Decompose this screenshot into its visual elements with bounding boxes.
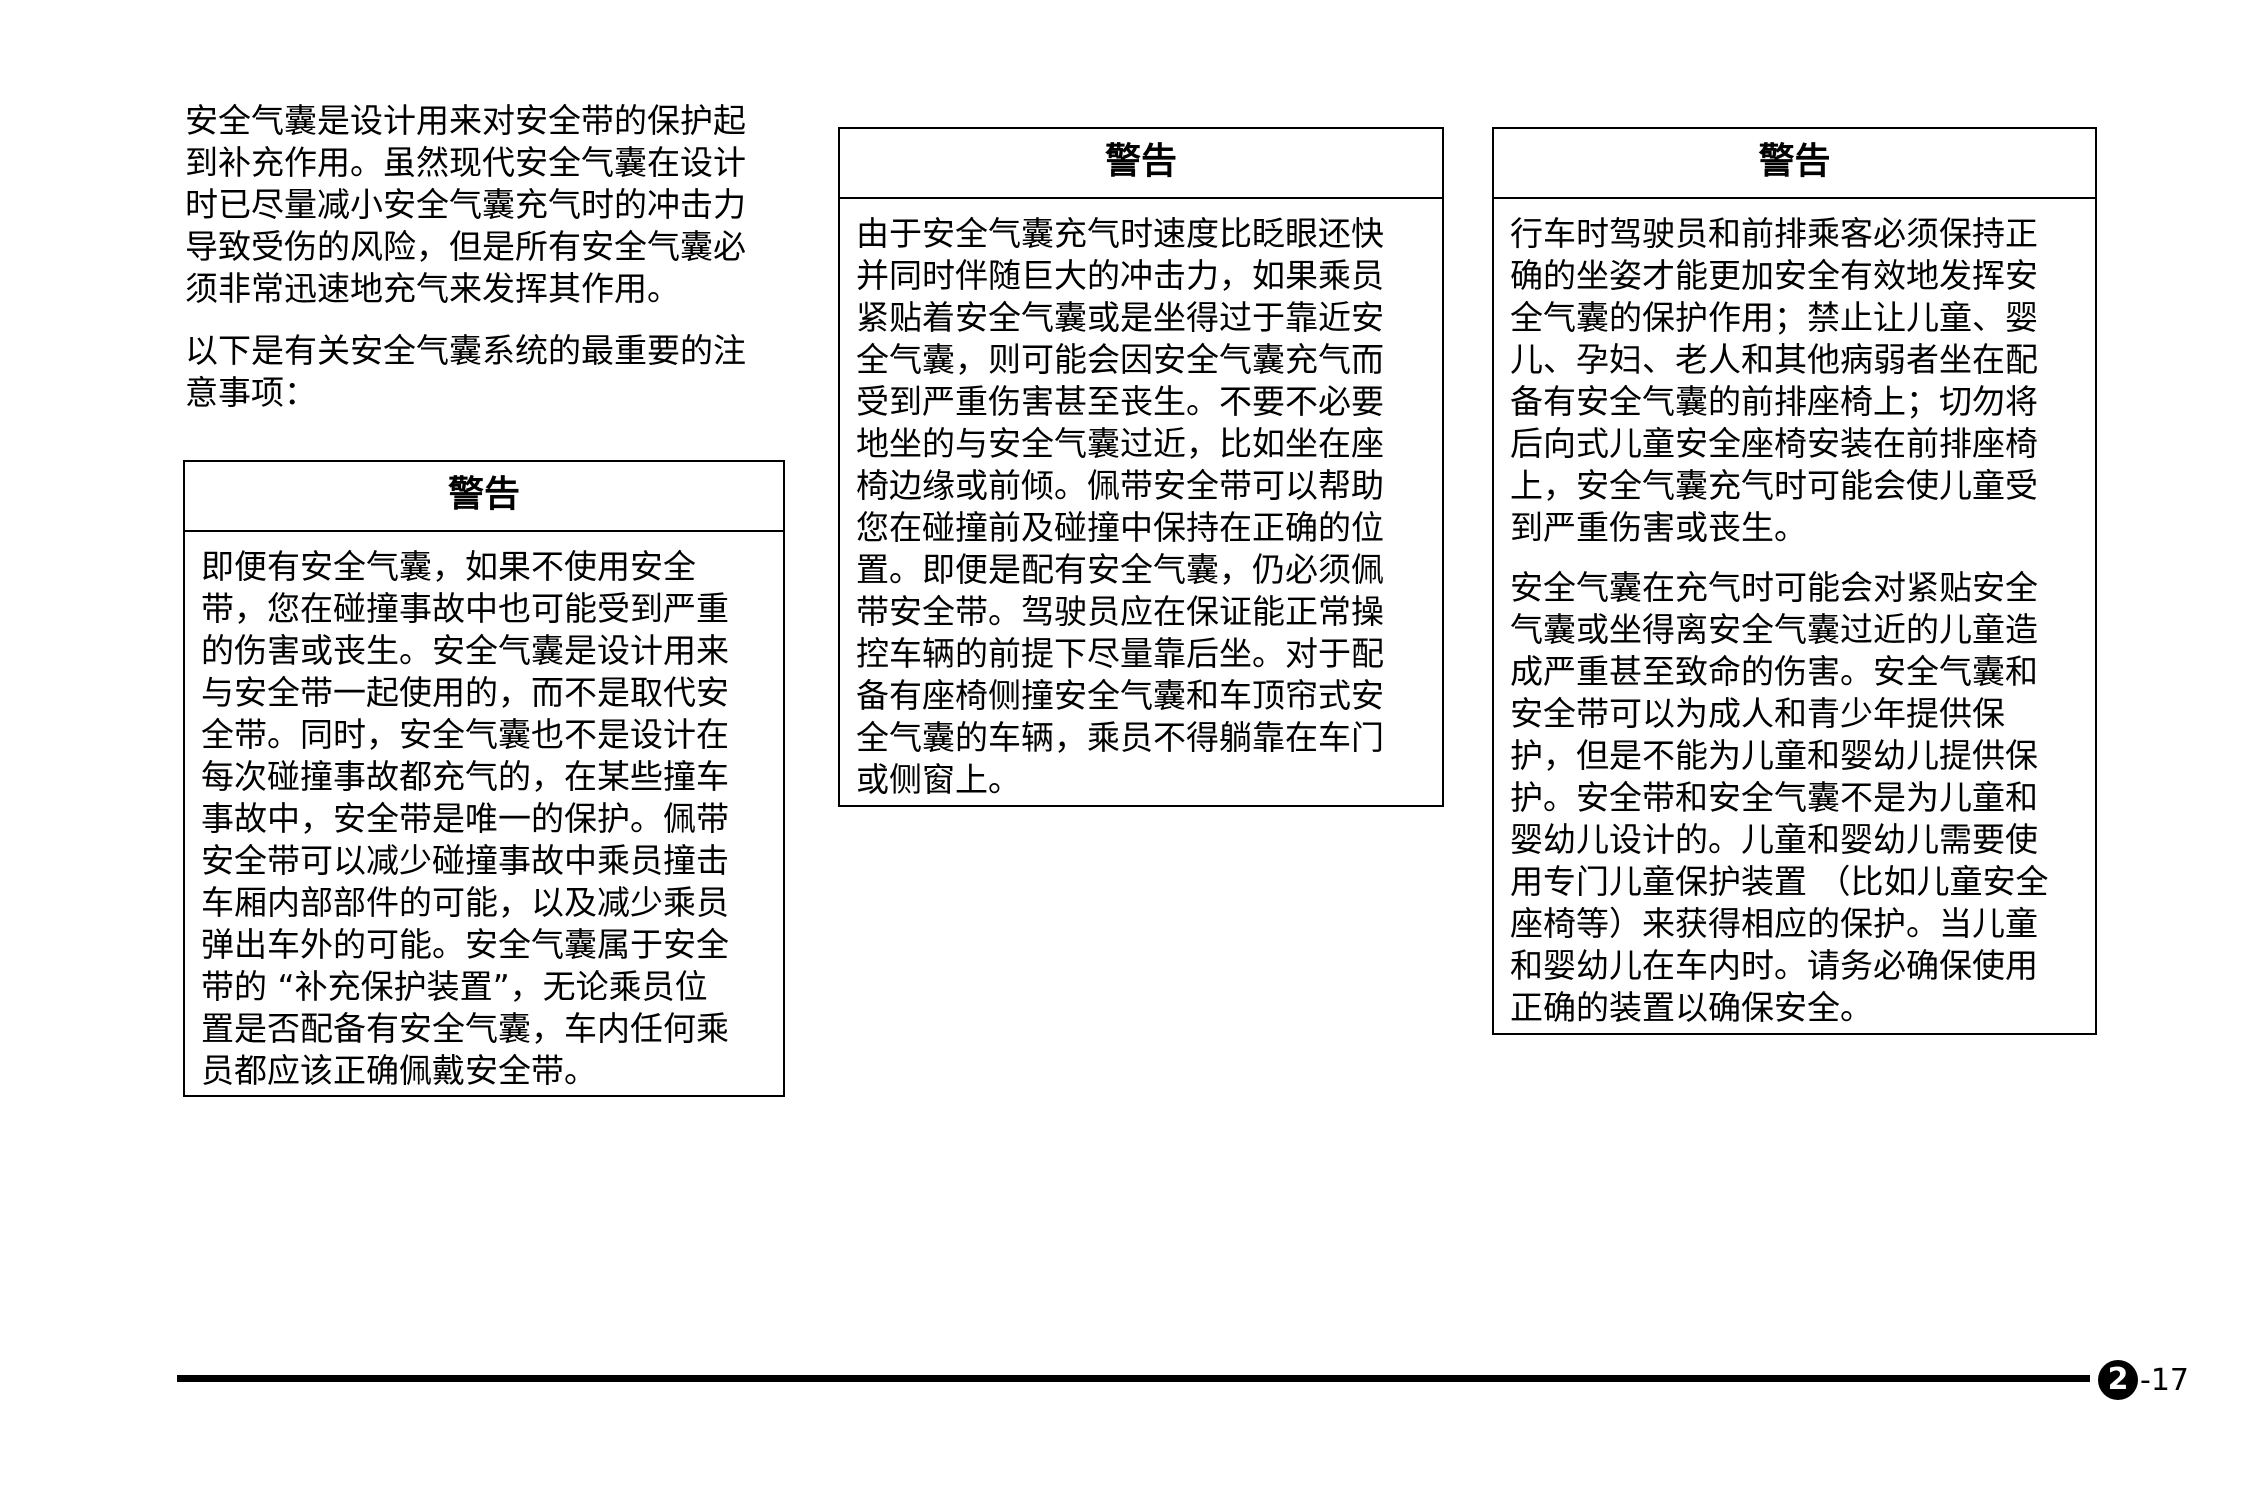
text-line: 带安全带。驾驶员应在保证能正常操 [856, 592, 1384, 631]
text-line: 置。即便是配有安全气囊，仍必须佩 [856, 550, 1384, 589]
text-line: 事故中，安全带是唯一的保护。佩带 [201, 799, 729, 838]
paragraph: 由于安全气囊充气时速度比眨眼还快并同时伴随巨大的冲击力，如果乘员紧贴着安全气囊或… [856, 213, 1426, 801]
warning-title: 警告 [840, 129, 1442, 199]
text-line: 行车时驾驶员和前排乘客必须保持正 [1510, 214, 2038, 253]
text-line: 即便有安全气囊，如果不使用安全 [201, 547, 696, 586]
text-line: 受到严重伤害甚至丧生。不要不必要 [856, 382, 1384, 421]
text-line: 时已尽量减小安全气囊充气时的冲击力 [185, 185, 746, 224]
warning-box-children: 警告 行车时驾驶员和前排乘客必须保持正确的坐姿才能更加安全有效地发挥安全气囊的保… [1492, 127, 2097, 1035]
text-line: 护。安全带和安全气囊不是为儿童和 [1510, 778, 2038, 817]
text-line: 安全带可以为成人和青少年提供保 [1510, 694, 2005, 733]
page-number: 2 -17 [2098, 1360, 2189, 1400]
text-line: 和婴幼儿在车内时。请务必确保使用 [1510, 946, 2038, 985]
warning-title: 警告 [185, 462, 783, 532]
intro-text: 安全气囊是设计用来对安全带的保护起到补充作用。虽然现代安全气囊在设计时已尽量减小… [185, 100, 785, 414]
text-line: 安全带可以减少碰撞事故中乘员撞击 [201, 841, 729, 880]
text-line: 置是否配备有安全气囊，车内任何乘 [201, 1009, 729, 1048]
text-line: 安全气囊是设计用来对安全带的保护起 [185, 101, 746, 140]
text-line: 并同时伴随巨大的冲击力，如果乘员 [856, 256, 1384, 295]
paragraph: 安全气囊是设计用来对安全带的保护起到补充作用。虽然现代安全气囊在设计时已尽量减小… [185, 100, 785, 310]
text-line: 备有安全气囊的前排座椅上；切勿将 [1510, 382, 2038, 421]
text-line: 椅边缘或前倾。佩带安全带可以帮助 [856, 466, 1384, 505]
text-line: 成严重甚至致命的伤害。安全气囊和 [1510, 652, 2038, 691]
text-line: 由于安全气囊充气时速度比眨眼还快 [856, 214, 1384, 253]
chapter-badge: 2 [2098, 1360, 2138, 1400]
text-line: 与安全带一起使用的，而不是取代安 [201, 673, 729, 712]
text-line: 座椅等）来获得相应的保护。当儿童 [1510, 904, 2038, 943]
page-number-text: -17 [2140, 1362, 2189, 1398]
text-line: 正确的装置以确保安全。 [1510, 988, 1873, 1027]
paragraph: 安全气囊在充气时可能会对紧贴安全气囊或坐得离安全气囊过近的儿童造成严重甚至致命的… [1510, 567, 2079, 1029]
text-line: 紧贴着安全气囊或是坐得过于靠近安 [856, 298, 1384, 337]
text-line: 带的 “补充保护装置”，无论乘员位 [201, 967, 708, 1006]
text-line: 地坐的与安全气囊过近，比如坐在座 [856, 424, 1384, 463]
text-line: 每次碰撞事故都充气的，在某些撞车 [201, 757, 729, 796]
text-line: 的伤害或丧生。安全气囊是设计用来 [201, 631, 729, 670]
paragraph: 以下是有关安全气囊系统的最重要的注意事项： [185, 330, 785, 414]
text-line: 控车辆的前提下尽量靠后坐。对于配 [856, 634, 1384, 673]
text-line: 确的坐姿才能更加安全有效地发挥安 [1510, 256, 2038, 295]
text-line: 上，安全气囊充气时可能会使儿童受 [1510, 466, 2038, 505]
warning-title: 警告 [1494, 129, 2095, 199]
text-line: 导致受伤的风险，但是所有安全气囊必 [185, 227, 746, 266]
text-line: 气囊或坐得离安全气囊过近的儿童造 [1510, 610, 2038, 649]
text-line: 员都应该正确佩戴安全带。 [201, 1051, 597, 1090]
text-line: 备有座椅侧撞安全气囊和车顶帘式安 [856, 676, 1384, 715]
text-line: 须非常迅速地充气来发挥其作用。 [185, 269, 680, 308]
text-line: 用专门儿童保护装置 （比如儿童安全 [1510, 862, 2049, 901]
text-line: 安全气囊在充气时可能会对紧贴安全 [1510, 568, 2038, 607]
paragraph: 行车时驾驶员和前排乘客必须保持正确的坐姿才能更加安全有效地发挥安全气囊的保护作用… [1510, 213, 2079, 549]
text-line: 车厢内部部件的可能，以及减少乘员 [201, 883, 729, 922]
footer-rule [177, 1375, 2090, 1382]
text-line: 全气囊的车辆，乘员不得躺靠在车门 [856, 718, 1384, 757]
text-line: 到严重伤害或丧生。 [1510, 508, 1807, 547]
text-line: 带，您在碰撞事故中也可能受到严重 [201, 589, 729, 628]
paragraph: 即便有安全气囊，如果不使用安全带，您在碰撞事故中也可能受到严重的伤害或丧生。安全… [201, 546, 767, 1092]
text-line: 护，但是不能为儿童和婴幼儿提供保 [1510, 736, 2038, 775]
text-line: 到补充作用。虽然现代安全气囊在设计 [185, 143, 746, 182]
text-line: 或侧窗上。 [856, 760, 1021, 799]
text-line: 全带。同时，安全气囊也不是设计在 [201, 715, 729, 754]
text-line: 全气囊，则可能会因安全气囊充气而 [856, 340, 1384, 379]
text-line: 儿、孕妇、老人和其他病弱者坐在配 [1510, 340, 2038, 379]
paragraph-gap [1510, 549, 2079, 567]
text-line: 您在碰撞前及碰撞中保持在正确的位 [856, 508, 1384, 547]
warning-body: 即便有安全气囊，如果不使用安全带，您在碰撞事故中也可能受到严重的伤害或丧生。安全… [185, 532, 783, 1102]
text-line: 以下是有关安全气囊系统的最重要的注 [185, 331, 746, 370]
warning-box-inflation: 警告 由于安全气囊充气时速度比眨眼还快并同时伴随巨大的冲击力，如果乘员紧贴着安全… [838, 127, 1444, 807]
text-line: 婴幼儿设计的。儿童和婴幼儿需要使 [1510, 820, 2038, 859]
paragraph-gap [185, 310, 785, 330]
text-line: 全气囊的保护作用；禁止让儿童、婴 [1510, 298, 2038, 337]
warning-body: 由于安全气囊充气时速度比眨眼还快并同时伴随巨大的冲击力，如果乘员紧贴着安全气囊或… [840, 199, 1442, 811]
text-line: 后向式儿童安全座椅安装在前排座椅 [1510, 424, 2038, 463]
text-line: 意事项： [185, 373, 317, 412]
text-line: 弹出车外的可能。安全气囊属于安全 [201, 925, 729, 964]
warning-box-seatbelt: 警告 即便有安全气囊，如果不使用安全带，您在碰撞事故中也可能受到严重的伤害或丧生… [183, 460, 785, 1097]
warning-body: 行车时驾驶员和前排乘客必须保持正确的坐姿才能更加安全有效地发挥安全气囊的保护作用… [1494, 199, 2095, 1039]
